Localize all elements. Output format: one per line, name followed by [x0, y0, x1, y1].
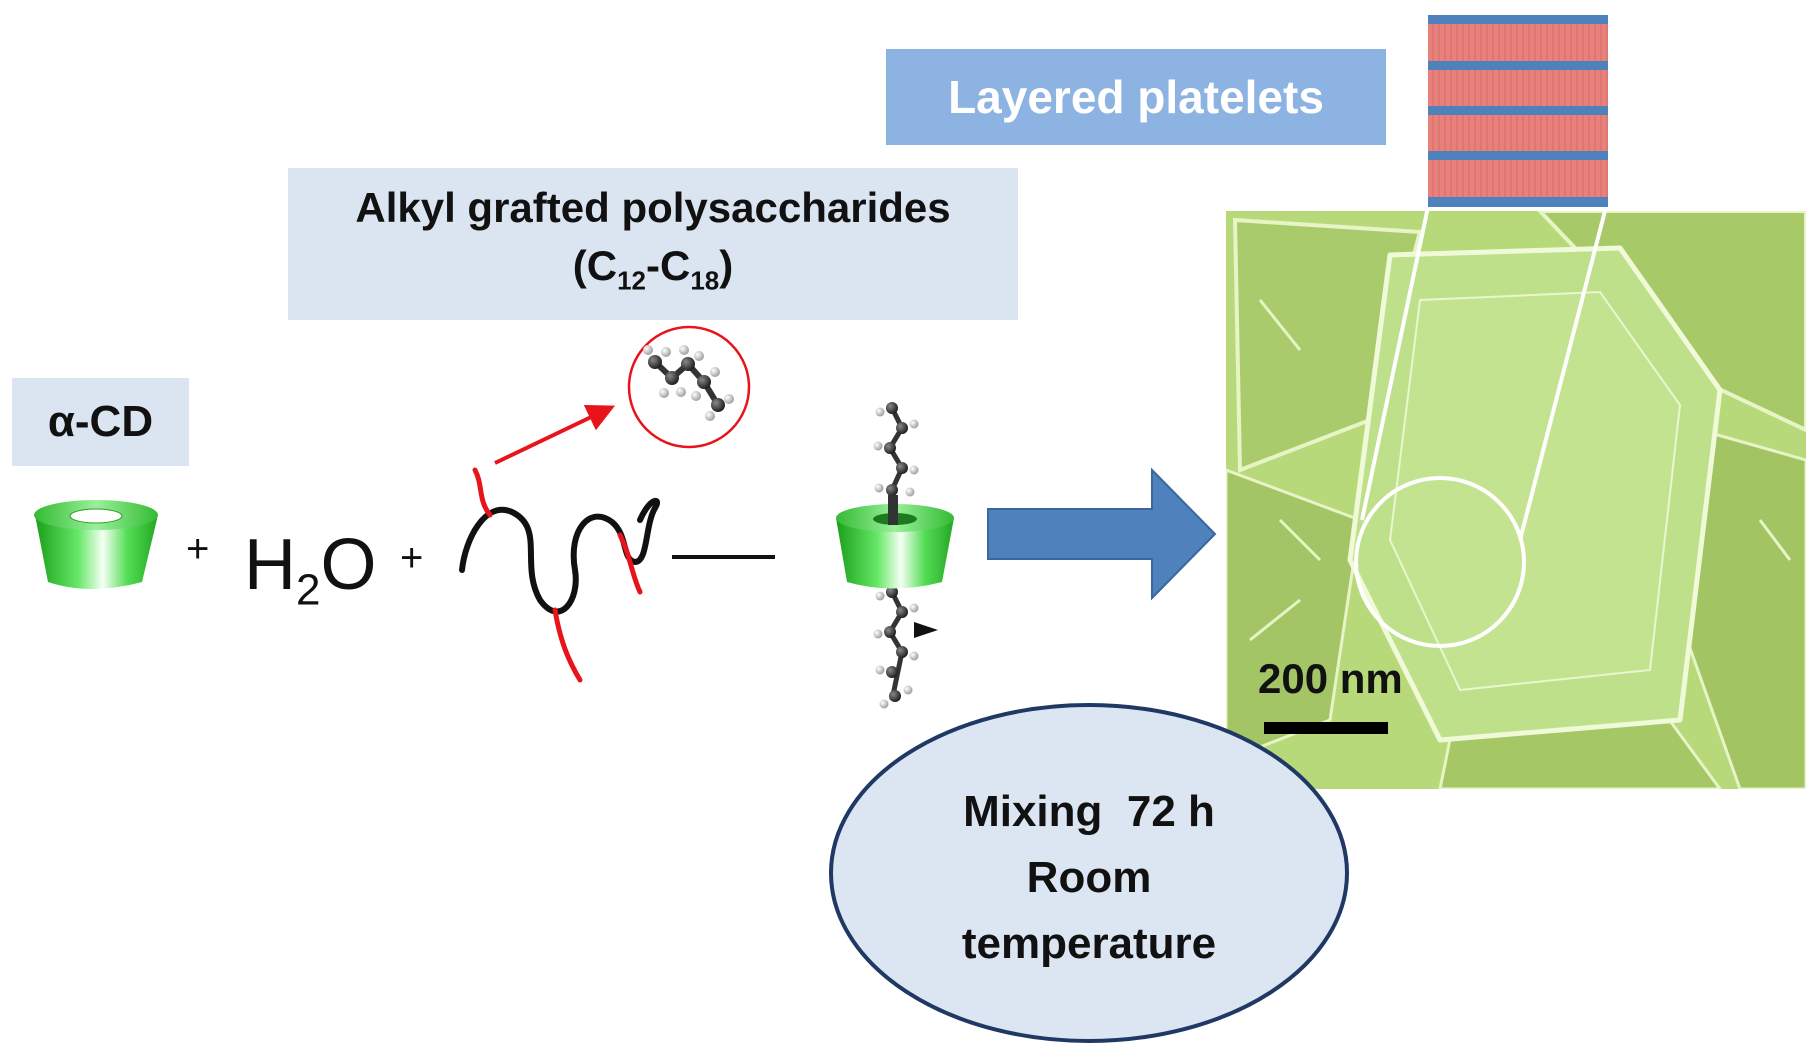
- alpha-cd-text: α-CD: [47, 397, 154, 446]
- plus-sign-1: +: [186, 527, 210, 571]
- zoom-indicator: [1354, 206, 1608, 648]
- layered-platelet-schematic: [1428, 15, 1608, 207]
- chain-c-open: (C: [572, 241, 618, 289]
- chain-sub-18: 18: [690, 265, 720, 296]
- scale-bar-label: 200 nm: [1258, 655, 1403, 702]
- condition-room: Room: [1026, 853, 1152, 902]
- plus-sign-2: +: [400, 536, 424, 580]
- conditions-ellipse: [829, 703, 1349, 1043]
- alkyl-title: Alkyl grafted polysaccharides: [355, 183, 951, 231]
- water-sub: 2: [296, 565, 321, 615]
- scale-bar: [1264, 722, 1388, 734]
- layered-platelets-label: Layered platelets: [886, 49, 1386, 145]
- condition-temperature: temperature: [961, 919, 1217, 968]
- process-arrow: [987, 467, 1217, 601]
- alpha-cd-label: α-CD: [12, 378, 189, 466]
- water-formula: H2O: [244, 524, 377, 615]
- chain-c-dash: -C: [646, 241, 691, 289]
- layered-text: Layered platelets: [948, 71, 1324, 123]
- alpha-cd-cone: [34, 500, 158, 589]
- inclusion-complex: [836, 402, 954, 709]
- alkyl-chain-closeup: [627, 325, 751, 449]
- alkyl-chain-range: (C12-C18): [573, 237, 734, 309]
- water-o: O: [320, 525, 377, 605]
- alkyl-polysaccharide-label: Alkyl grafted polysaccharides (C12-C18): [288, 168, 1018, 320]
- chain-paren-close: ): [719, 241, 734, 289]
- reaction-conditions: Mixing 72 h Room temperature: [831, 779, 1347, 977]
- water-h: H: [244, 525, 296, 605]
- chain-sub-12: 12: [617, 265, 646, 296]
- sem-micrograph: [1226, 211, 1806, 789]
- zoom-arrow: [494, 405, 616, 465]
- grafted-polysaccharide: [459, 467, 661, 683]
- condition-mixing: Mixing 72 h: [963, 787, 1215, 836]
